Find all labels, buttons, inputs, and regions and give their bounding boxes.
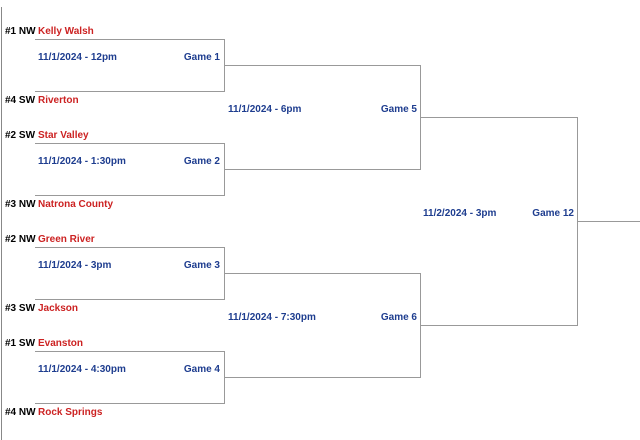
team-name: Riverton: [38, 95, 79, 106]
bracket-line-game1-winner: [224, 65, 421, 66]
page-left-border: [1, 7, 2, 440]
game-datetime: 11/1/2024 - 4:30pm: [38, 364, 126, 375]
game-row-game1: 11/1/2024 - 12pm Game 1: [38, 52, 220, 64]
bracket-line-game12-winner: [577, 221, 640, 222]
team-name: Green River: [38, 234, 95, 245]
game-row-game2: 11/1/2024 - 1:30pm Game 2: [38, 156, 220, 168]
bracket-line-game2-top: [35, 143, 225, 144]
seed-label: #3 NW: [5, 199, 36, 210]
seed-label: #1 NW: [5, 26, 36, 37]
game-datetime: 11/1/2024 - 3pm: [38, 260, 112, 271]
game-row-game4: 11/1/2024 - 4:30pm Game 4: [38, 364, 220, 376]
bracket-line-game1-bottom: [35, 91, 225, 92]
seed-label: #3 SW: [5, 303, 36, 314]
seed-label: #4 NW: [5, 407, 36, 418]
bracket-line-game2-bottom: [35, 195, 225, 196]
bracket-line-game3-top: [35, 247, 225, 248]
bracket-line-game5-winner: [420, 117, 578, 118]
game-datetime: 11/1/2024 - 12pm: [38, 52, 117, 63]
bracket-line-game4-top: [35, 351, 225, 352]
team-name: Natrona County: [38, 199, 113, 210]
team-name: Rock Springs: [38, 407, 103, 418]
game-datetime: 11/1/2024 - 7:30pm: [228, 312, 316, 323]
game-row-game6: 11/1/2024 - 7:30pm Game 6: [228, 312, 417, 324]
seed-label: #1 SW: [5, 338, 36, 349]
game-label: Game 4: [183, 364, 220, 375]
seed-label: #2 SW: [5, 130, 36, 141]
game-label: Game 5: [380, 104, 417, 115]
game-datetime: 11/1/2024 - 6pm: [228, 104, 302, 115]
game-label: Game 3: [183, 260, 220, 271]
bracket-line-game2-winner: [224, 169, 421, 170]
game-row-game5: 11/1/2024 - 6pm Game 5: [228, 104, 417, 116]
bracket-line-game6-winner: [420, 325, 578, 326]
bracket-line-game3-bottom: [35, 299, 225, 300]
game-label: Game 12: [532, 208, 574, 219]
bracket-line-game1-top: [35, 39, 225, 40]
team-name: Kelly Walsh: [38, 26, 94, 37]
bracket-line-game4-bottom: [35, 403, 225, 404]
bracket-line-game4-winner: [224, 377, 421, 378]
seed-label: #2 NW: [5, 234, 36, 245]
team-name: Jackson: [38, 303, 79, 314]
seed-label: #4 SW: [5, 95, 36, 106]
team-name: Star Valley: [38, 130, 89, 141]
game-datetime: 11/1/2024 - 1:30pm: [38, 156, 126, 167]
team-name: Evanston: [38, 338, 84, 349]
game-label: Game 2: [183, 156, 220, 167]
game-label: Game 6: [380, 312, 417, 323]
game-datetime: 11/2/2024 - 3pm: [423, 208, 497, 219]
bracket-line-game3-winner: [224, 273, 421, 274]
game-label: Game 1: [183, 52, 220, 63]
game-row-game12: 11/2/2024 - 3pm Game 12: [423, 208, 574, 220]
game-row-game3: 11/1/2024 - 3pm Game 3: [38, 260, 220, 272]
